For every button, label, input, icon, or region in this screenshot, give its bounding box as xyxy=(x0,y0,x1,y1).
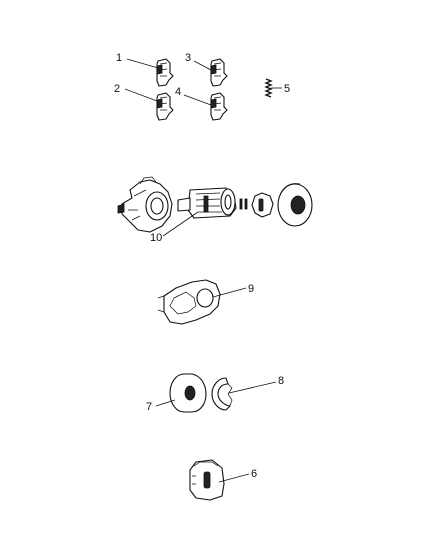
callout-7: 7 xyxy=(146,401,152,413)
lock-housing xyxy=(117,176,173,233)
callout-10: 10 xyxy=(150,232,162,244)
cylinder-cap xyxy=(251,192,274,218)
part-5-spring xyxy=(264,78,273,98)
leader-9 xyxy=(212,287,247,298)
callout-2: 2 xyxy=(114,83,120,95)
callout-4: 4 xyxy=(175,86,181,98)
part-1-tumbler xyxy=(156,58,174,87)
part-2-tumbler xyxy=(156,92,174,121)
part-8-retaining-clip xyxy=(211,377,233,411)
callout-8: 8 xyxy=(278,375,284,387)
part-7-bezel-ring xyxy=(169,373,207,413)
part-6-cylinder-end-cap xyxy=(189,459,225,501)
leader-8 xyxy=(228,381,277,394)
leader-7 xyxy=(155,399,176,407)
leader-6 xyxy=(218,473,250,483)
callout-6: 6 xyxy=(251,468,257,480)
part-4-tumbler xyxy=(210,92,228,121)
callout-9: 9 xyxy=(248,283,254,295)
retainer-pins xyxy=(239,198,248,210)
callout-1: 1 xyxy=(116,52,122,64)
leader-3 xyxy=(193,60,212,71)
leader-10 xyxy=(162,211,199,237)
part-3-tumbler xyxy=(210,58,228,87)
leader-1 xyxy=(126,58,159,69)
leader-4 xyxy=(183,94,212,106)
part-10-lock-cylinder xyxy=(177,187,237,219)
part-9-lock-plate xyxy=(157,279,221,325)
bezel-ring-upper xyxy=(277,183,313,227)
callout-5: 5 xyxy=(284,83,290,95)
leader-2 xyxy=(124,88,158,102)
callout-3: 3 xyxy=(185,52,191,64)
